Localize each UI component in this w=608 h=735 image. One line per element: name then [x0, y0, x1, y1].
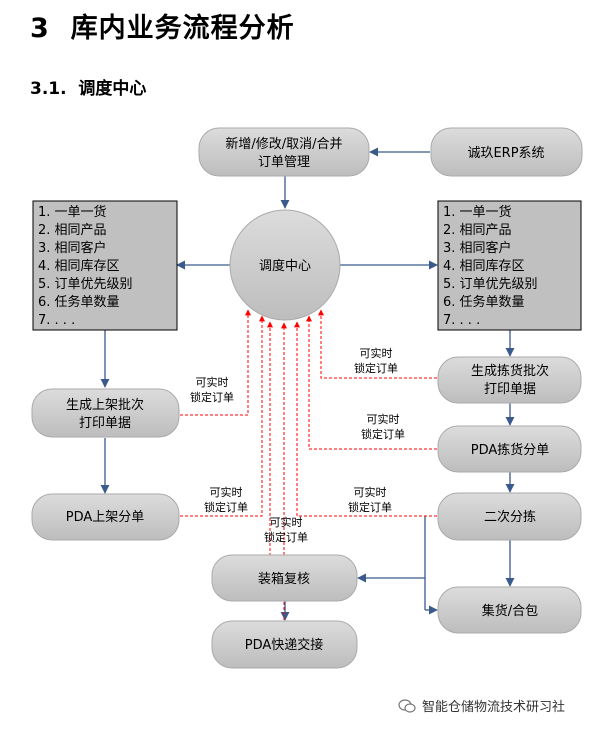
svg-text:可实时: 可实时 [270, 515, 303, 529]
rules-list-right: 1. 一单一货 2. 相同产品 3. 相同客户 4. 相同库存区 5. 订单优先… [437, 200, 582, 331]
lock-line-pick [318, 309, 437, 379]
svg-text:5. 订单优先级别: 5. 订单优先级别 [38, 277, 133, 292]
svg-text:锁定订单: 锁定订单 [348, 500, 392, 514]
svg-text:可实时: 可实时 [210, 485, 243, 499]
svg-text:生成上架批次: 生成上架批次 [66, 397, 144, 413]
svg-text:装箱复核: 装箱复核 [258, 571, 310, 587]
svg-text:可实时: 可实时 [196, 375, 229, 389]
dispatch-center-circle: 调度中心 [229, 209, 341, 321]
lock-line-pack [212, 321, 273, 579]
lock-line-sort [294, 321, 437, 517]
svg-text:锁定订单: 锁定订单 [190, 390, 234, 404]
pack-check-box: 装箱复核 [211, 554, 358, 602]
svg-text:锁定订单: 锁定订单 [204, 500, 248, 514]
erp-system-box: 诚玖ERP系统 [430, 127, 583, 177]
svg-text:1. 一单一货: 1. 一单一货 [38, 204, 107, 220]
svg-text:2. 相同产品: 2. 相同产品 [38, 223, 107, 238]
lock-label-pick: 可实时 锁定订单 [354, 346, 398, 375]
svg-text:7. . . .: 7. . . . [443, 313, 480, 328]
pda-express-box: PDA快递交接 [211, 620, 358, 669]
lock-label-sort: 可实时 锁定订单 [348, 485, 392, 514]
svg-text:1. 一单一货: 1. 一单一货 [443, 204, 512, 220]
svg-text:集货/合包: 集货/合包 [482, 603, 538, 619]
svg-text:6. 任务单数量: 6. 任务单数量 [443, 294, 525, 310]
svg-text:PDA快递交接: PDA快递交接 [245, 637, 324, 653]
lock-line-pda-putaway [180, 315, 265, 517]
svg-text:可实时: 可实时 [360, 346, 393, 360]
subsection-heading: 3.1. 调度中心 [30, 79, 147, 99]
svg-text:锁定订单: 锁定订单 [361, 427, 405, 441]
svg-text:订单管理: 订单管理 [258, 155, 310, 170]
svg-text:新增/修改/取消/合并: 新增/修改/取消/合并 [225, 136, 342, 152]
second-sort-box: 二次分拣 [437, 492, 582, 541]
lock-label-pack: 可实时 锁定订单 [264, 515, 308, 544]
svg-text:5. 订单优先级别: 5. 订单优先级别 [443, 277, 538, 292]
svg-text:2. 相同产品: 2. 相同产品 [443, 223, 512, 238]
svg-text:可实时: 可实时 [367, 412, 400, 426]
svg-text:4. 相同库存区: 4. 相同库存区 [443, 258, 525, 274]
pda-pick-box: PDA拣货分单 [437, 425, 582, 473]
svg-text:可实时: 可实时 [354, 485, 387, 499]
pick-batch-box: 生成拣货批次 打印单据 [437, 356, 582, 404]
svg-text:3. 相同客户: 3. 相同客户 [443, 240, 512, 256]
svg-text:二次分拣: 二次分拣 [484, 509, 536, 525]
svg-text:打印单据: 打印单据 [79, 416, 131, 431]
svg-text:诚玖ERP系统: 诚玖ERP系统 [467, 145, 544, 161]
wechat-icon [398, 698, 416, 713]
lock-label-pda-pick: 可实时 锁定订单 [361, 412, 405, 441]
pda-putaway-box: PDA上架分单 [31, 493, 180, 541]
lock-label-putaway: 可实时 锁定订单 [190, 375, 234, 404]
svg-text:PDA上架分单: PDA上架分单 [66, 510, 145, 525]
svg-text:锁定订单: 锁定订单 [354, 361, 398, 375]
svg-text:3. 相同客户: 3. 相同客户 [38, 240, 107, 256]
lock-label-pda-putaway: 可实时 锁定订单 [204, 485, 248, 514]
svg-text:调度中心: 调度中心 [259, 258, 311, 274]
svg-text:6. 任务单数量: 6. 任务单数量 [38, 294, 120, 310]
order-management-box: 新增/修改/取消/合并 订单管理 [198, 127, 370, 177]
svg-text:锁定订单: 锁定订单 [264, 530, 308, 544]
svg-text:PDA拣货分单: PDA拣货分单 [471, 442, 550, 458]
lock-line-pda-pick [306, 315, 437, 450]
lock-line-putaway [180, 309, 251, 416]
svg-text:7. . . .: 7. . . . [38, 313, 75, 328]
section-heading: 3 库内业务流程分析 [30, 13, 295, 44]
svg-text:4. 相同库存区: 4. 相同库存区 [38, 258, 120, 274]
svg-text:打印单据: 打印单据 [484, 382, 536, 397]
putaway-batch-box: 生成上架批次 打印单据 [31, 388, 180, 438]
rules-list-left: 1. 一单一货 2. 相同产品 3. 相同客户 4. 相同库存区 5. 订单优先… [32, 200, 178, 331]
consolidate-box: 集货/合包 [437, 586, 582, 634]
svg-text:生成拣货批次: 生成拣货批次 [471, 363, 549, 379]
watermark: 智能仓储物流技术研习社 [398, 696, 565, 715]
